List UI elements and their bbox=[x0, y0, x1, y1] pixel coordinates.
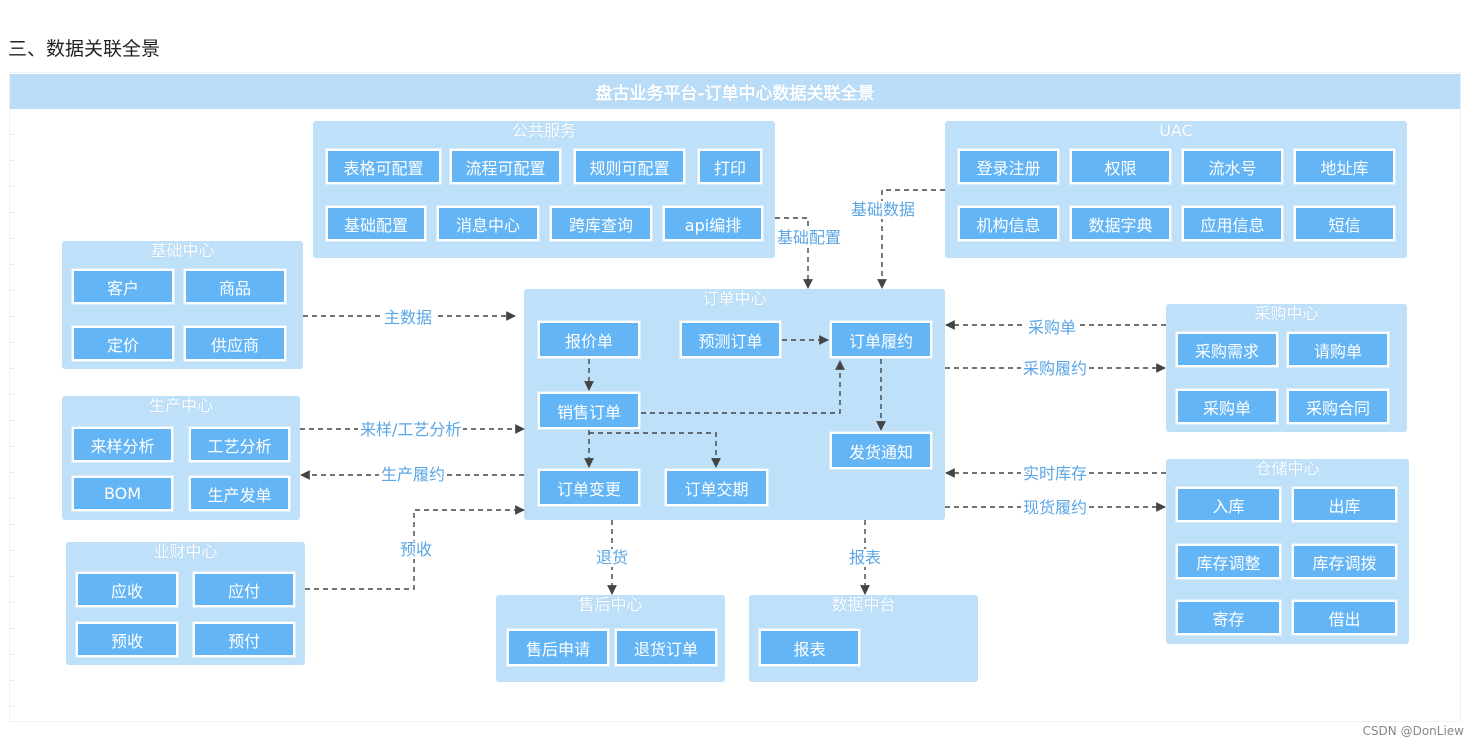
page-heading: 三、数据关联全景 bbox=[8, 38, 161, 60]
edge-label-purchase-order: 采购单 bbox=[1026, 318, 1079, 337]
node-aftersale-apply[interactable]: 售后申请 bbox=[506, 628, 610, 667]
edge-label-sample-process: 来样/工艺分析 bbox=[358, 420, 464, 439]
node-quotation[interactable]: 报价单 bbox=[537, 320, 641, 359]
edge-label-report: 报表 bbox=[847, 548, 884, 567]
group-finance-center: 业财中心 应收 应付 预收 预付 bbox=[66, 542, 305, 665]
edge-label-basic-config: 基础配置 bbox=[775, 228, 844, 247]
node-product[interactable]: 商品 bbox=[183, 268, 287, 305]
group-title: 售后中心 bbox=[578, 595, 643, 614]
node-advance-receipt[interactable]: 预收 bbox=[75, 621, 179, 658]
node-data-dictionary[interactable]: 数据字典 bbox=[1069, 205, 1172, 242]
node-basic-config[interactable]: 基础配置 bbox=[325, 205, 427, 242]
node-pricing[interactable]: 定价 bbox=[71, 325, 175, 362]
node-order-fulfillment[interactable]: 订单履约 bbox=[829, 320, 933, 359]
node-print[interactable]: 打印 bbox=[697, 148, 763, 185]
node-stock-transfer[interactable]: 库存调拨 bbox=[1291, 543, 1398, 580]
group-data-platform: 数据中台 报表 bbox=[749, 595, 978, 682]
node-address-lib[interactable]: 地址库 bbox=[1293, 148, 1396, 185]
group-title: 仓储中心 bbox=[1255, 459, 1320, 478]
node-payable[interactable]: 应付 bbox=[192, 571, 296, 608]
node-prepayment[interactable]: 预付 bbox=[192, 621, 296, 658]
node-message-center[interactable]: 消息中心 bbox=[436, 205, 540, 242]
group-title: 订单中心 bbox=[702, 289, 767, 308]
node-purchase-order[interactable]: 采购单 bbox=[1175, 388, 1279, 425]
node-purchase-contract[interactable]: 采购合同 bbox=[1286, 388, 1390, 425]
group-title: 公共服务 bbox=[511, 121, 576, 140]
node-stock-adjust[interactable]: 库存调整 bbox=[1175, 543, 1282, 580]
group-title: 采购中心 bbox=[1254, 304, 1319, 323]
watermark: CSDN @DonLiew bbox=[1362, 724, 1464, 738]
edge-sales-to-fulfill bbox=[641, 360, 845, 414]
node-process-analysis[interactable]: 工艺分析 bbox=[188, 426, 291, 463]
edge-label-prepay: 预收 bbox=[398, 540, 435, 559]
node-org-info[interactable]: 机构信息 bbox=[957, 205, 1060, 242]
group-uac: UAC 登录注册 权限 流水号 地址库 机构信息 数据字典 应用信息 短信 bbox=[945, 121, 1407, 258]
edge-label-spot-fulfill: 现货履约 bbox=[1021, 498, 1090, 517]
node-app-info[interactable]: 应用信息 bbox=[1181, 205, 1284, 242]
node-inbound[interactable]: 入库 bbox=[1175, 486, 1282, 523]
node-cross-db-query[interactable]: 跨库查询 bbox=[549, 205, 653, 242]
edge-label-realtime-stock: 实时库存 bbox=[1021, 464, 1090, 483]
group-warehouse-center: 仓储中心 入库 出库 库存调整 库存调拨 寄存 借出 bbox=[1166, 459, 1409, 644]
node-flow-config[interactable]: 流程可配置 bbox=[449, 148, 562, 185]
node-forecast-order[interactable]: 预测订单 bbox=[679, 320, 782, 359]
group-basic-center: 基础中心 客户 商品 定价 供应商 bbox=[62, 241, 303, 369]
edge-sales-to-date bbox=[589, 432, 721, 468]
group-title: 基础中心 bbox=[150, 241, 215, 260]
node-serial-number[interactable]: 流水号 bbox=[1181, 148, 1284, 185]
node-order-delivery-date[interactable]: 订单交期 bbox=[664, 468, 769, 507]
node-report[interactable]: 报表 bbox=[758, 628, 861, 667]
node-consignment[interactable]: 寄存 bbox=[1175, 599, 1282, 636]
node-purchase-request[interactable]: 请购单 bbox=[1286, 331, 1390, 368]
node-bom[interactable]: BOM bbox=[71, 475, 174, 512]
node-outbound[interactable]: 出库 bbox=[1291, 486, 1398, 523]
group-public-service: 公共服务 表格可配置 流程可配置 规则可配置 打印 基础配置 消息中心 跨库查询… bbox=[313, 121, 775, 258]
group-title: 数据中台 bbox=[831, 595, 896, 614]
edge-label-return: 退货 bbox=[594, 548, 631, 567]
node-api-orchestration[interactable]: api编排 bbox=[662, 205, 764, 242]
group-title: 业财中心 bbox=[153, 542, 218, 561]
group-purchase-center: 采购中心 采购需求 请购单 采购单 采购合同 bbox=[1166, 304, 1407, 432]
node-return-order[interactable]: 退货订单 bbox=[614, 628, 718, 667]
node-rule-config[interactable]: 规则可配置 bbox=[573, 148, 686, 185]
node-receivable[interactable]: 应收 bbox=[75, 571, 179, 608]
group-order-center: 订单中心 报价单 预测订单 订单履约 销售订单 发货通知 订单变更 订单交期 bbox=[524, 289, 945, 520]
edge-label-purchase-fulfill: 采购履约 bbox=[1021, 359, 1090, 378]
node-sales-order[interactable]: 销售订单 bbox=[537, 391, 641, 430]
node-lend-out[interactable]: 借出 bbox=[1291, 599, 1398, 636]
edge-label-basic-data: 基础数据 bbox=[849, 200, 918, 219]
node-supplier[interactable]: 供应商 bbox=[183, 325, 287, 362]
node-login-register[interactable]: 登录注册 bbox=[957, 148, 1060, 185]
node-sms[interactable]: 短信 bbox=[1293, 205, 1396, 242]
group-aftersale-center: 售后中心 售后申请 退货订单 bbox=[496, 595, 725, 682]
node-table-config[interactable]: 表格可配置 bbox=[325, 148, 442, 185]
group-title: UAC bbox=[1159, 121, 1193, 140]
edge-basic-data bbox=[877, 189, 945, 289]
node-permission[interactable]: 权限 bbox=[1069, 148, 1172, 185]
node-customer[interactable]: 客户 bbox=[71, 268, 175, 305]
edge-basic-config bbox=[775, 217, 813, 289]
diagram-title: 盘古业务平台-订单中心数据关联全景 bbox=[10, 74, 1460, 109]
side-ruler bbox=[9, 108, 15, 722]
node-sample-analysis[interactable]: 来样分析 bbox=[71, 426, 174, 463]
edge-label-production-fulfill: 生产履约 bbox=[379, 465, 448, 484]
node-order-change[interactable]: 订单变更 bbox=[537, 468, 641, 507]
group-title: 生产中心 bbox=[148, 396, 213, 415]
group-production-center: 生产中心 来样分析 工艺分析 BOM 生产发单 bbox=[62, 396, 300, 520]
node-delivery-notice[interactable]: 发货通知 bbox=[829, 431, 933, 470]
edge-label-master-data: 主数据 bbox=[382, 308, 435, 327]
node-production-dispatch[interactable]: 生产发单 bbox=[188, 475, 291, 512]
node-purchase-demand[interactable]: 采购需求 bbox=[1175, 331, 1279, 368]
